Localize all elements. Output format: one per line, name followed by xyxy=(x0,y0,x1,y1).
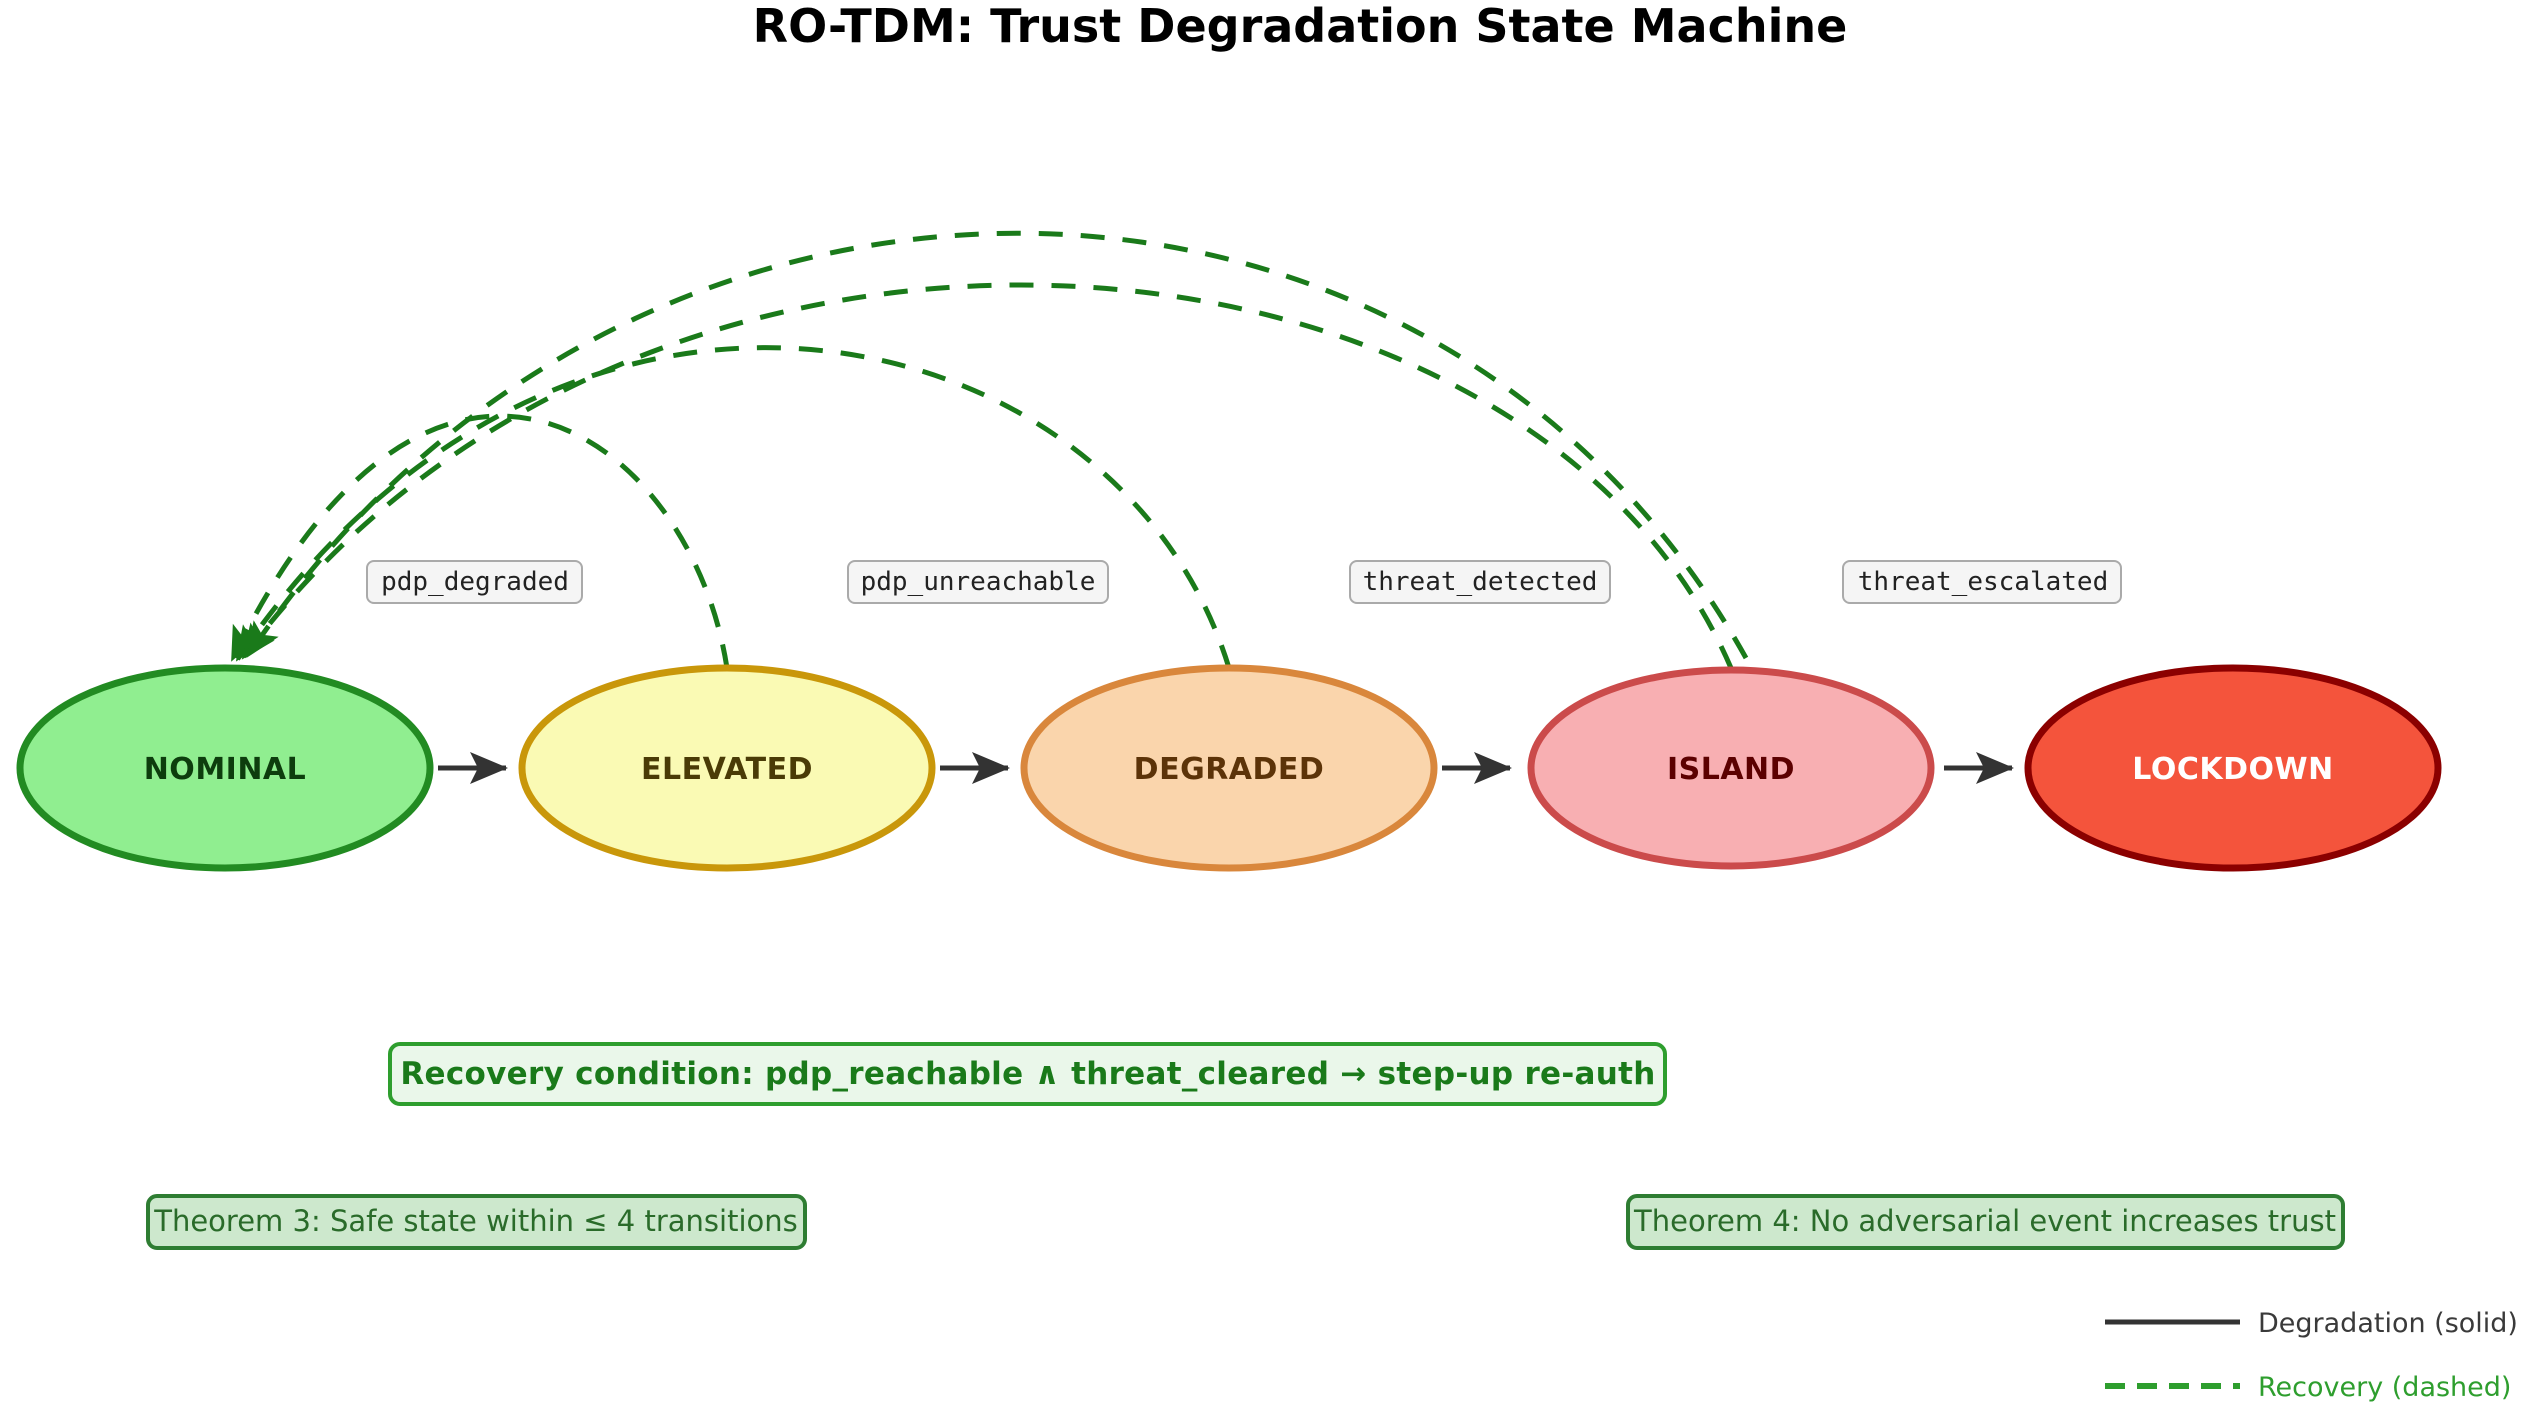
edge-label-box-pdp-degraded xyxy=(366,560,583,604)
state-ellipse-island[interactable] xyxy=(1527,666,1935,870)
recovery-edge-lockdown-to-nominal xyxy=(245,230,1749,660)
edge-label-text-pdp-degraded: pdp_degraded xyxy=(381,567,569,597)
edge-label-pdp-degraded: pdp_degraded xyxy=(366,560,583,604)
theorem-4-box: Theorem 4: No adversarial event increase… xyxy=(1626,1194,2345,1250)
state-node-nominal[interactable]: NOMINAL xyxy=(16,664,434,872)
theorem-4-box-rect xyxy=(1626,1194,2345,1250)
edge-label-threat-detected: threat_detected xyxy=(1349,560,1611,604)
legend-item-degradation: Degradation (solid) xyxy=(2105,1308,2518,1339)
theorem-3-box-rect xyxy=(146,1194,807,1250)
state-ellipse-lockdown[interactable] xyxy=(2024,664,2442,872)
edge-label-box-threat-detected xyxy=(1349,560,1611,604)
state-label-degraded: DEGRADED xyxy=(1134,752,1325,787)
theorem-3-text: Theorem 3: Safe state within ≤ 4 transit… xyxy=(153,1204,797,1238)
recovery-condition-text: Recovery condition: pdp_reachable ∧ thre… xyxy=(400,1056,1655,1092)
state-ellipse-degraded[interactable] xyxy=(1020,664,1438,872)
recovery-edges xyxy=(229,230,1749,669)
state-node-lockdown[interactable]: LOCKDOWN xyxy=(2024,664,2442,872)
state-ellipse-nominal[interactable] xyxy=(16,664,434,872)
recovery-condition-box: Recovery condition: pdp_reachable ∧ thre… xyxy=(388,1042,1667,1106)
recovery-edge-island-to-nominal xyxy=(240,282,1734,669)
legend-item-recovery: Recovery (dashed) xyxy=(2105,1372,2511,1403)
edge-label-text-pdp-unreachable: pdp_unreachable xyxy=(861,567,1096,597)
recovery-condition-box-rect xyxy=(388,1042,1667,1106)
legend: Degradation (solid) Recovery (dashed) xyxy=(2105,1308,2518,1403)
edge-label-threat-escalated: threat_escalated xyxy=(1842,560,2122,604)
state-label-island: ISLAND xyxy=(1667,752,1795,787)
state-label-lockdown: LOCKDOWN xyxy=(2132,752,2333,787)
edge-label-pdp-unreachable: pdp_unreachable xyxy=(847,560,1109,604)
edge-label-box-pdp-unreachable xyxy=(847,560,1109,604)
theorem-4-text: Theorem 4: No adversarial event increase… xyxy=(1633,1204,2336,1238)
state-label-elevated: ELEVATED xyxy=(641,752,813,787)
state-node-elevated[interactable]: ELEVATED xyxy=(518,664,936,872)
recovery-edge-elevated-to-nominal xyxy=(229,413,730,669)
page-title: RO-TDM: Trust Degradation State Machine xyxy=(753,0,1848,53)
state-node-degraded[interactable]: DEGRADED xyxy=(1020,664,1438,872)
edge-label-text-threat-escalated: threat_escalated xyxy=(1858,567,2108,597)
legend-label-degradation: Degradation (solid) xyxy=(2258,1308,2518,1339)
edge-label-text-threat-detected: threat_detected xyxy=(1363,567,1598,597)
recovery-edge-degraded-to-nominal xyxy=(234,345,1232,669)
state-label-nominal: NOMINAL xyxy=(144,752,307,787)
edge-label-box-threat-escalated xyxy=(1842,560,2122,604)
state-node-island[interactable]: ISLAND xyxy=(1527,666,1935,870)
theorem-3-box: Theorem 3: Safe state within ≤ 4 transit… xyxy=(146,1194,807,1250)
state-ellipse-elevated[interactable] xyxy=(518,664,936,872)
legend-label-recovery: Recovery (dashed) xyxy=(2258,1372,2511,1403)
